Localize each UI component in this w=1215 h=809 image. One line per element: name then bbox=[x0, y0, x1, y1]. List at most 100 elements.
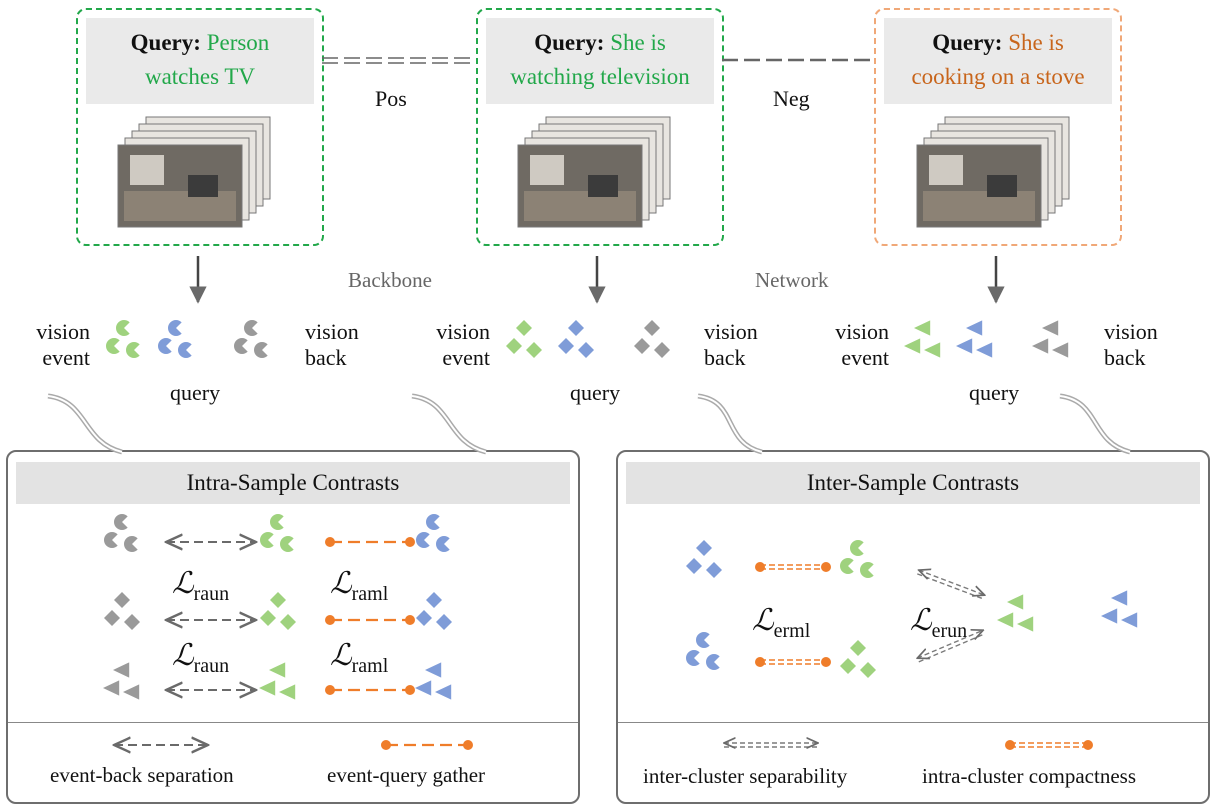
pie-marker bbox=[415, 532, 430, 548]
diamond-marker bbox=[114, 592, 130, 608]
scene-floor bbox=[124, 191, 236, 221]
diamond-marker bbox=[506, 338, 522, 354]
triangle-marker bbox=[103, 680, 120, 696]
loss-raun-1: ℒraun bbox=[172, 567, 230, 606]
triangle-marker bbox=[1042, 320, 1059, 336]
pie-marker bbox=[425, 514, 440, 530]
separability-arrow bbox=[917, 573, 984, 600]
pos-label: Pos bbox=[375, 86, 407, 111]
diamond-marker bbox=[850, 640, 866, 656]
triangle-marker bbox=[1032, 338, 1049, 354]
pie-marker bbox=[840, 557, 854, 574]
loss-raml-1: ℒraml bbox=[330, 567, 389, 606]
diamond-marker bbox=[260, 610, 276, 626]
gather-link-end bbox=[325, 615, 335, 625]
diamond-marker bbox=[644, 320, 660, 336]
diamond-marker bbox=[860, 662, 876, 678]
triangle-marker bbox=[279, 684, 296, 700]
triangle-marker bbox=[914, 320, 931, 336]
triangle-marker bbox=[435, 684, 452, 700]
scene-window bbox=[929, 155, 963, 185]
inter-sample-panel: Inter-Sample Contrasts bbox=[616, 450, 1210, 804]
legend-compactness-link-end bbox=[1083, 740, 1093, 750]
pie-marker bbox=[124, 536, 138, 552]
loss-raml-2: ℒraml bbox=[330, 639, 389, 678]
pie-marker bbox=[695, 632, 710, 648]
query-text: watching television bbox=[510, 64, 690, 89]
pie-marker bbox=[259, 532, 274, 548]
loss-raun-2: ℒraun bbox=[172, 639, 230, 678]
separability-arrow bbox=[917, 630, 983, 658]
gather-link-end bbox=[405, 615, 415, 625]
diamond-marker bbox=[568, 320, 584, 336]
backbone-label: Backbone bbox=[348, 268, 432, 292]
scene-object bbox=[987, 175, 1017, 197]
triangle-marker bbox=[425, 662, 442, 678]
diamond-marker bbox=[526, 342, 542, 358]
pie-marker bbox=[106, 338, 120, 354]
scene-floor bbox=[524, 191, 636, 221]
panel-connector bbox=[411, 395, 487, 453]
diamond-marker bbox=[696, 540, 712, 556]
compactness-link-end bbox=[821, 562, 831, 572]
query-prefix: Query: bbox=[932, 30, 1003, 55]
gather-link-end bbox=[405, 537, 415, 547]
panel-connector bbox=[47, 393, 123, 455]
separability-arrow bbox=[919, 570, 985, 595]
triangle-marker bbox=[1017, 616, 1034, 632]
pie-marker bbox=[178, 342, 192, 358]
gather-link-end bbox=[405, 685, 415, 695]
scene-window bbox=[530, 155, 564, 185]
neg-label: Neg bbox=[773, 86, 810, 111]
pie-marker bbox=[168, 320, 182, 337]
diamond-marker bbox=[416, 610, 432, 626]
query-text: She is bbox=[610, 30, 666, 55]
triangle-marker bbox=[1052, 342, 1069, 358]
triangle-marker bbox=[1121, 612, 1138, 628]
query-prefix: Query: bbox=[130, 30, 201, 55]
legend-divider bbox=[618, 722, 1208, 723]
intra-sample-panel: Intra-Sample Contrasts bbox=[6, 450, 580, 804]
query-label: query bbox=[170, 380, 221, 405]
diamond-marker bbox=[270, 592, 286, 608]
loss-erml: ℒerml bbox=[752, 604, 811, 643]
legend-event-query-gather: event-query gather bbox=[327, 763, 486, 787]
diamond-marker bbox=[516, 320, 532, 336]
pie-marker bbox=[279, 536, 294, 552]
query-header-2: Query: She is watching television bbox=[486, 18, 714, 104]
query-label: query bbox=[570, 380, 621, 405]
gather-link-end bbox=[325, 685, 335, 695]
query-text: She is bbox=[1008, 30, 1064, 55]
diamond-marker bbox=[654, 342, 670, 358]
scene-window bbox=[130, 155, 164, 185]
legend-gather-link-end bbox=[463, 740, 473, 750]
compactness-link-end bbox=[755, 657, 765, 667]
diamond-marker bbox=[706, 562, 722, 578]
triangle-marker bbox=[966, 320, 983, 336]
gather-link-end bbox=[325, 537, 335, 547]
legend-event-back-separation: event-back separation bbox=[50, 763, 234, 787]
pie-marker bbox=[126, 342, 140, 358]
query-box-1: Query: Person watches TV bbox=[76, 8, 324, 246]
scene-object bbox=[188, 175, 218, 197]
query-text: watches TV bbox=[144, 64, 256, 89]
pie-marker bbox=[685, 649, 700, 666]
legend-intra-cluster-compactness: intra-cluster compactness bbox=[922, 764, 1136, 788]
separability-arrow bbox=[918, 633, 986, 663]
diamond-marker bbox=[426, 592, 442, 608]
triangle-marker bbox=[269, 662, 286, 678]
diamond-marker bbox=[104, 610, 120, 626]
compactness-link-end bbox=[755, 562, 765, 572]
panel-connector bbox=[1059, 395, 1131, 453]
triangle-marker bbox=[113, 662, 130, 678]
legend-inter-cluster-separability: inter-cluster separability bbox=[643, 764, 848, 788]
pie-marker bbox=[859, 561, 874, 578]
triangle-marker bbox=[976, 342, 993, 358]
panel-connector bbox=[411, 393, 487, 455]
inter-panel-title: Inter-Sample Contrasts bbox=[626, 462, 1200, 504]
